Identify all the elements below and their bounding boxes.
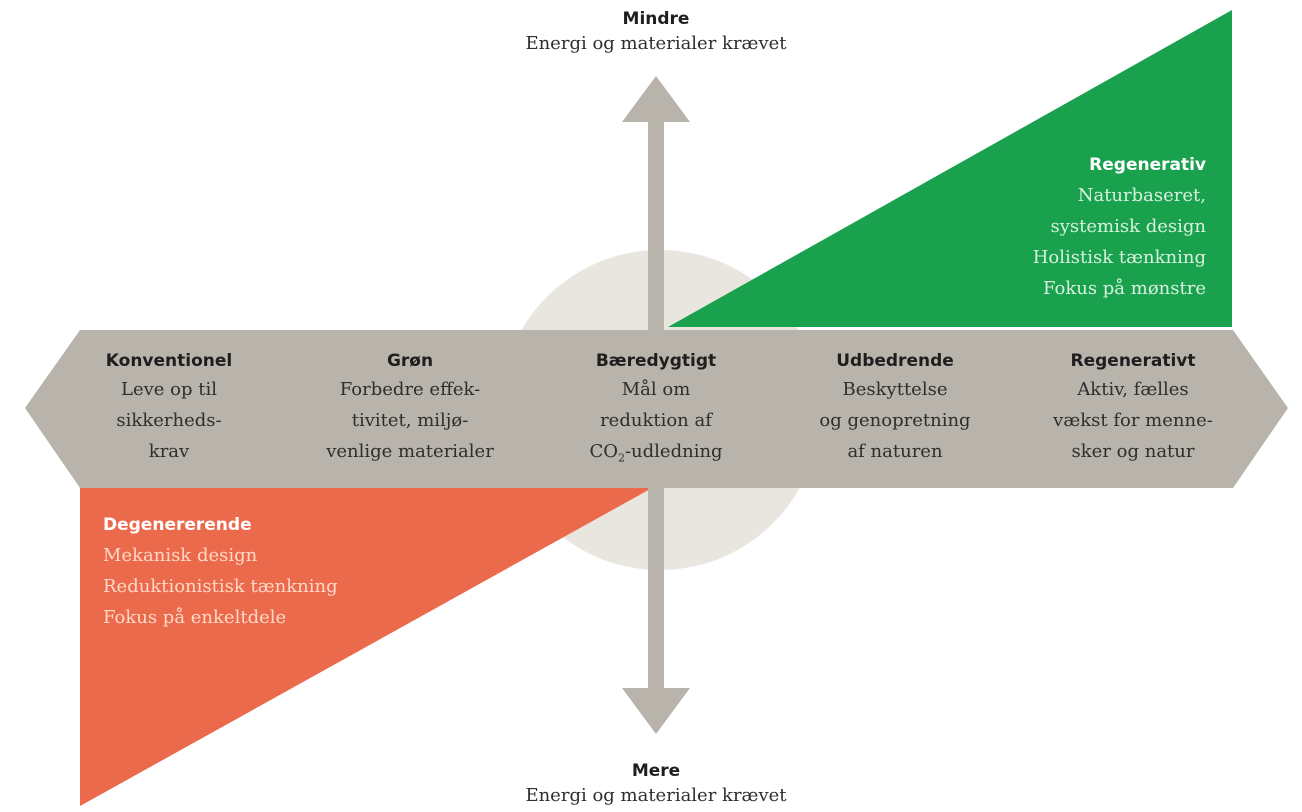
regenerativ-title: Regenerativ bbox=[1089, 155, 1206, 175]
stage-line: vækst for menne- bbox=[1053, 410, 1213, 431]
stage-line: og genopretning bbox=[819, 410, 971, 431]
regenerativ-line: systemisk design bbox=[1050, 216, 1206, 237]
stage-konventionel: Konventionel Leve op til sikkerheds- kra… bbox=[44, 350, 294, 467]
stage-regenerativt: Regenerativt Aktiv, fælles vækst for men… bbox=[1008, 350, 1258, 467]
stage-line: venlige materialer bbox=[326, 441, 494, 462]
degenererende-text: Degenererende Mekanisk design Reduktioni… bbox=[103, 514, 463, 633]
vertical-arrow-shaft bbox=[648, 120, 664, 700]
co2-subscript: 2 bbox=[617, 451, 625, 465]
arrow-up-icon bbox=[622, 76, 690, 122]
regenerativ-line: Fokus på mønstre bbox=[1042, 278, 1206, 299]
top-axis-title: Mindre bbox=[622, 9, 690, 29]
stage-title: Udbedrende bbox=[836, 351, 954, 371]
stage-line: Leve op til bbox=[121, 379, 217, 400]
stage-line: reduktion af bbox=[600, 410, 712, 431]
stage-baeredygtigt: Bæredygtigt Mål om reduktion af CO2-udle… bbox=[531, 350, 781, 474]
top-axis-label: Mindre Energi og materialer krævet bbox=[456, 8, 856, 58]
stage-udbedrende: Udbedrende Beskyttelse og genopretning a… bbox=[770, 350, 1020, 467]
stage-line: sikkerheds- bbox=[116, 410, 222, 431]
co2-suffix: -udledning bbox=[624, 441, 723, 462]
stage-line: krav bbox=[148, 441, 190, 462]
stage-line: sker og natur bbox=[1071, 441, 1195, 462]
stage-line: af naturen bbox=[847, 441, 943, 462]
co2-text: CO bbox=[589, 441, 618, 462]
stage-line: Forbedre effek- bbox=[339, 379, 481, 400]
bottom-axis-title: Mere bbox=[631, 761, 681, 781]
regenerativ-text: Regenerativ Naturbaseret, systemisk desi… bbox=[900, 154, 1206, 304]
stage-gron: Grøn Forbedre effek- tivitet, miljø- ven… bbox=[285, 350, 535, 467]
degenererende-line: Mekanisk design bbox=[103, 545, 258, 566]
degenererende-line: Reduktionistisk tænkning bbox=[103, 576, 338, 597]
stage-title: Bæredygtigt bbox=[595, 351, 717, 371]
stage-line-co2: CO2-udledning bbox=[531, 436, 781, 474]
regenerativ-line: Naturbaseret, bbox=[1077, 185, 1206, 206]
stage-line: Beskyttelse bbox=[842, 379, 948, 400]
stage-line: tivitet, miljø- bbox=[351, 410, 469, 431]
bottom-axis-subtitle: Energi og materialer krævet bbox=[525, 785, 787, 806]
stage-line: Aktiv, fælles bbox=[1077, 379, 1189, 400]
stage-title: Konventionel bbox=[105, 351, 233, 371]
degenererende-triangle bbox=[80, 488, 652, 806]
degenererende-title: Degenererende bbox=[103, 515, 252, 535]
arrow-down-icon bbox=[622, 688, 690, 734]
stage-title: Grøn bbox=[386, 351, 434, 371]
stage-line: Mål om bbox=[621, 379, 691, 400]
regenerativ-triangle bbox=[668, 10, 1232, 327]
regenerativ-line: Holistisk tænkning bbox=[1032, 247, 1206, 268]
degenererende-line: Fokus på enkeltdele bbox=[103, 607, 287, 628]
top-axis-subtitle: Energi og materialer krævet bbox=[525, 33, 787, 54]
bottom-axis-label: Mere Energi og materialer krævet bbox=[456, 760, 856, 810]
stage-title: Regenerativt bbox=[1070, 351, 1196, 371]
